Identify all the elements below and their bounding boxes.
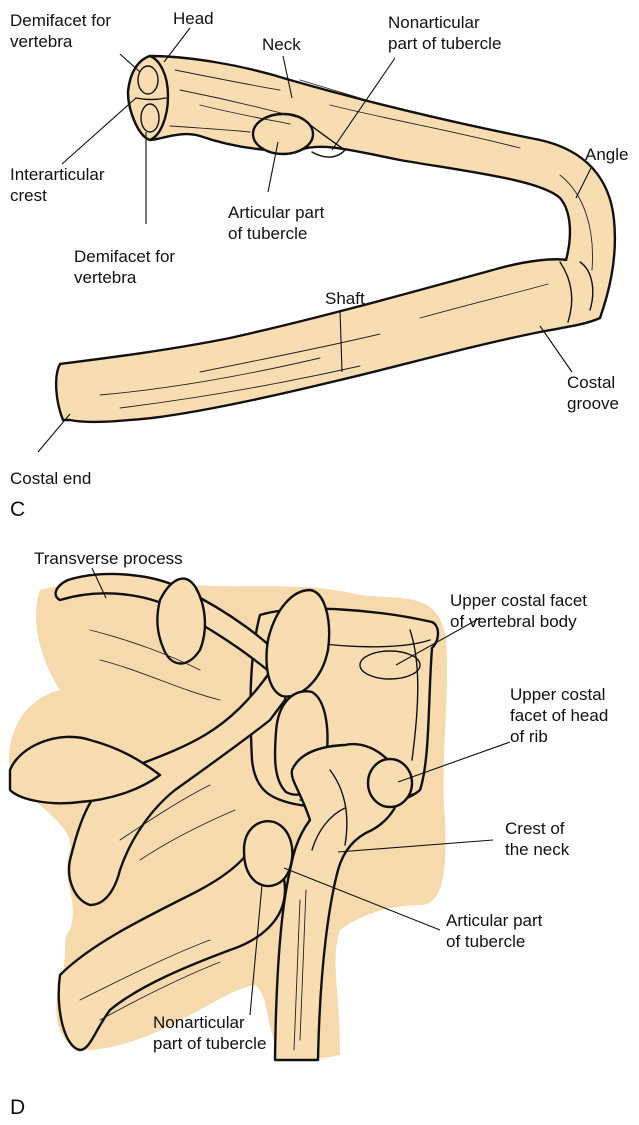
tubercle-articular-d — [244, 821, 292, 886]
label-crest-neck: Crest of the neck — [505, 819, 570, 859]
label-demifacet-lower: Demifacet for vertebra — [74, 247, 180, 287]
panel-d-vertebra — [9, 574, 447, 1060]
label-head: Head — [173, 9, 214, 28]
label-neck: Neck — [262, 35, 301, 54]
label-shaft: Shaft — [325, 289, 365, 308]
label-interarticular: Interarticular crest — [10, 165, 109, 205]
label-transverse-process: Transverse process — [34, 549, 183, 568]
label-upper-facet-head: Upper costal facet of head of rib — [510, 685, 613, 746]
label-nonarticular-d: Nonarticular part of tubercle — [153, 1013, 266, 1053]
leader-costal-groove — [540, 326, 572, 372]
label-nonarticular: Nonarticular part of tubercle — [388, 13, 501, 53]
rib-head-facet — [368, 759, 412, 807]
tubercle-articular-shape — [253, 114, 313, 154]
label-demifacet-upper: Demifacet for vertebra — [10, 11, 116, 51]
label-costal-end: Costal end — [10, 469, 91, 488]
leader-costal-end — [38, 414, 70, 452]
label-angle: Angle — [585, 145, 628, 164]
leader-interarticular — [62, 98, 136, 164]
label-articular: Articular part of tubercle — [228, 203, 329, 243]
panel-letter-c: C — [10, 498, 25, 521]
panel-letter-d: D — [10, 1096, 25, 1119]
label-upper-facet-body: Upper costal facet of vertebral body — [450, 591, 592, 631]
leader-demifacet-upper — [120, 54, 140, 72]
panel-c-rib — [56, 56, 615, 422]
superior-articular-process — [157, 579, 205, 664]
label-articular-d: Articular part of tubercle — [446, 911, 547, 951]
label-costal-groove: Costal groove — [567, 373, 620, 413]
